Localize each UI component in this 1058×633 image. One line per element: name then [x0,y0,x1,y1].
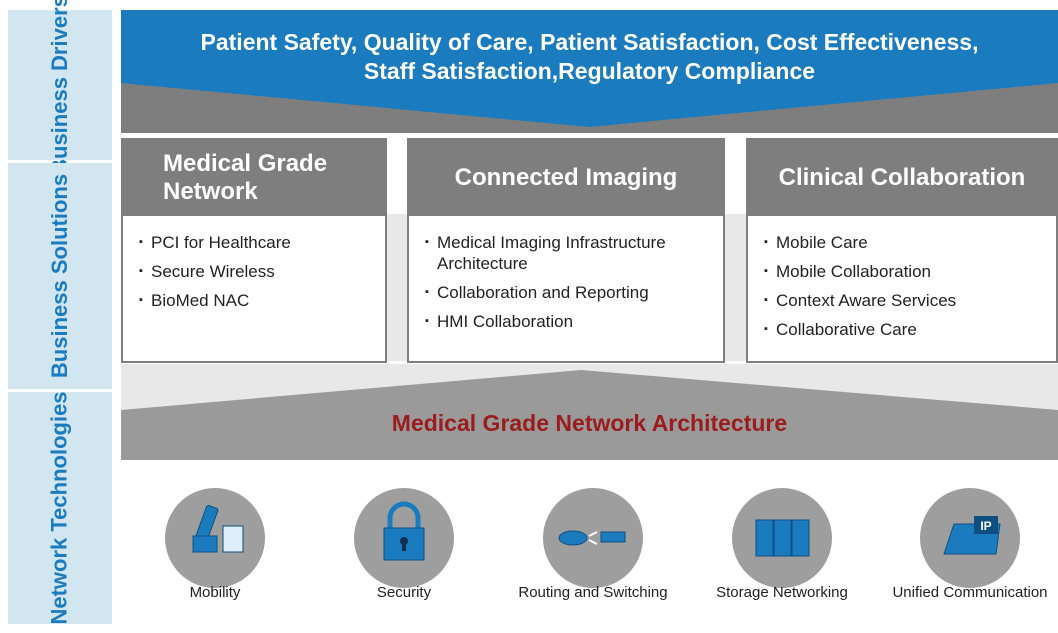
solution-item: Medical Imaging Infrastructure Architect… [425,232,683,274]
solution-title: Medical Grade Network [123,140,385,216]
solution-item: Context Aware Services [764,290,1056,311]
solution-item: BioMed NAC [139,290,385,311]
network-technologies-label: Network Technologies [47,391,73,625]
tech-label: Storage Networking [716,584,848,601]
solution-item: Mobile Care [764,232,1056,253]
tech-routing-switching: Routing and Switching [505,462,681,625]
solution-item: Secure Wireless [139,261,385,282]
solution-item: Collaboration and Reporting [425,282,683,303]
ip-phone-icon: IP [943,516,1001,555]
mobility-icon [192,505,244,553]
tech-label: Unified Communication [892,584,1048,601]
tech-security: Security [316,462,492,625]
solution-clinical-collaboration: Clinical Collaboration Mobile Care Mobil… [746,138,1058,363]
tech-storage-networking: Storage Networking [694,462,870,625]
solution-medical-grade-network: Medical Grade Network PCI for Healthcare… [121,138,387,363]
business-solutions-label: Business Solutions [47,173,72,379]
network-technologies-band: Network Technologies [8,391,112,625]
solution-item: Mobile Collaboration [764,261,1056,282]
solution-item: PCI for Healthcare [139,232,385,253]
architecture-roof [121,364,1058,460]
tech-unified-communication: IP Unified Communication [882,462,1058,625]
solution-item: Collaborative Care [764,319,1056,340]
business-solutions-band: Business Solutions [8,163,112,389]
business-drivers-banner [121,10,1058,133]
padlock-icon [383,501,425,561]
business-drivers-label: Business Drivers [47,0,73,175]
architecture-title: Medical Grade Network Architecture [391,410,788,436]
banner-text-line-1: Patient Safety, Quality of Care, Patient… [200,29,979,55]
business-drivers-band: Business Drivers [8,0,112,175]
banner-text-line-2: Staff Satisfaction,Regulatory Compliance [363,58,816,84]
tech-mobility: Mobility [127,462,303,625]
solution-connected-imaging: Connected Imaging Medical Imaging Infras… [407,138,725,363]
solution-item: HMI Collaboration [425,311,683,332]
solution-title: Clinical Collaboration [748,140,1056,216]
tech-label: Routing and Switching [518,584,668,601]
tech-label: Mobility [189,584,241,601]
solution-title: Connected Imaging [409,140,723,216]
svg-text:IP: IP [980,519,991,533]
router-switch-icon [558,530,626,546]
storage-icon [755,519,810,557]
tech-label: Security [376,584,432,601]
